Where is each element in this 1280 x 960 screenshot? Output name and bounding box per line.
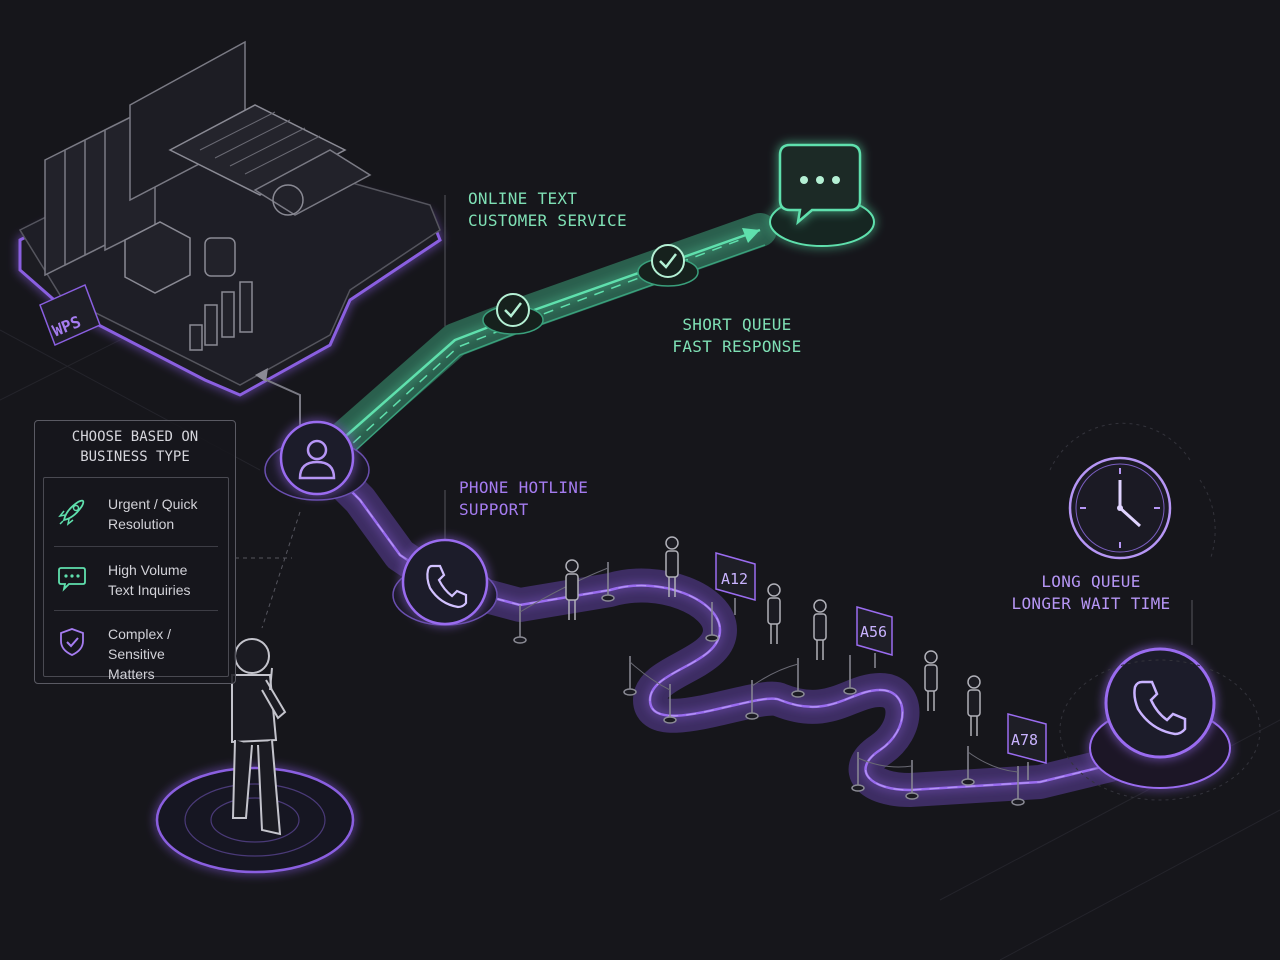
user-icon	[298, 439, 336, 480]
ticket-sign: A12	[715, 552, 756, 615]
option-high-volume: High Volume Text Inquiries	[44, 548, 228, 608]
chat-bubble-icon	[769, 143, 875, 247]
ticket-label: A78	[1011, 731, 1038, 749]
phone-note-line2: LONGER WAIT TIME	[1011, 594, 1171, 613]
phone-title-line1: PHONE HOTLINE	[459, 478, 589, 497]
phone-note-line1: LONG QUEUE	[1041, 572, 1141, 591]
phone-icon	[1133, 680, 1187, 736]
ticket-sign: A78	[1007, 713, 1047, 780]
queue-stanchions	[513, 562, 1025, 806]
option-label: Urgent / Quick Resolution	[108, 496, 198, 532]
phone-icon	[426, 564, 468, 609]
clock-icon	[1049, 422, 1216, 561]
decision-panel: CHOOSE BASED ON BUSINESS TYPE Urgent / Q…	[34, 420, 236, 684]
online-title-line1: ONLINE TEXT	[468, 189, 578, 208]
phone-title-line2: SUPPORT	[459, 500, 529, 519]
phone-channel-note: LONG QUEUE LONGER WAIT TIME	[1006, 571, 1176, 615]
person-figure	[155, 638, 355, 874]
online-channel-note: SHORT QUEUE FAST RESPONSE	[672, 314, 802, 358]
ticket-label: A12	[721, 570, 748, 588]
ticket-sign: A56	[856, 606, 893, 668]
decision-title: CHOOSE BASED ON BUSINESS TYPE	[35, 427, 235, 467]
decision-title-line2: BUSINESS TYPE	[80, 449, 190, 465]
online-title-line2: CUSTOMER SERVICE	[468, 211, 627, 230]
phone-destination	[1059, 647, 1261, 801]
phone-channel-title: PHONE HOTLINE SUPPORT	[459, 477, 588, 521]
platform-connector	[261, 377, 301, 425]
user-node	[264, 420, 370, 501]
decision-options: Urgent / Quick Resolution High Volume Te…	[43, 477, 229, 682]
phone-queue-path	[313, 453, 1127, 807]
office-platform: WPS	[18, 40, 442, 397]
option-complex: Complex / Sensitive Matters	[44, 612, 228, 682]
check-icon	[637, 244, 699, 287]
option-label: High Volume Text Inquiries	[108, 562, 191, 598]
option-label: Complex / Sensitive Matters	[108, 626, 172, 682]
rocket-icon	[58, 499, 85, 526]
phone-node	[392, 538, 498, 626]
decision-title-line1: CHOOSE BASED ON	[71, 429, 199, 445]
ticket-label: A56	[860, 623, 887, 641]
check-icon	[482, 293, 544, 335]
online-note-line1: SHORT QUEUE	[682, 315, 792, 334]
shield-check-icon	[60, 628, 84, 656]
online-channel-title: ONLINE TEXT CUSTOMER SERVICE	[468, 188, 627, 232]
queue-people	[565, 536, 981, 736]
online-note-line2: FAST RESPONSE	[672, 337, 802, 356]
option-urgent: Urgent / Quick Resolution	[44, 482, 228, 542]
chat-bubble-icon	[58, 567, 86, 592]
